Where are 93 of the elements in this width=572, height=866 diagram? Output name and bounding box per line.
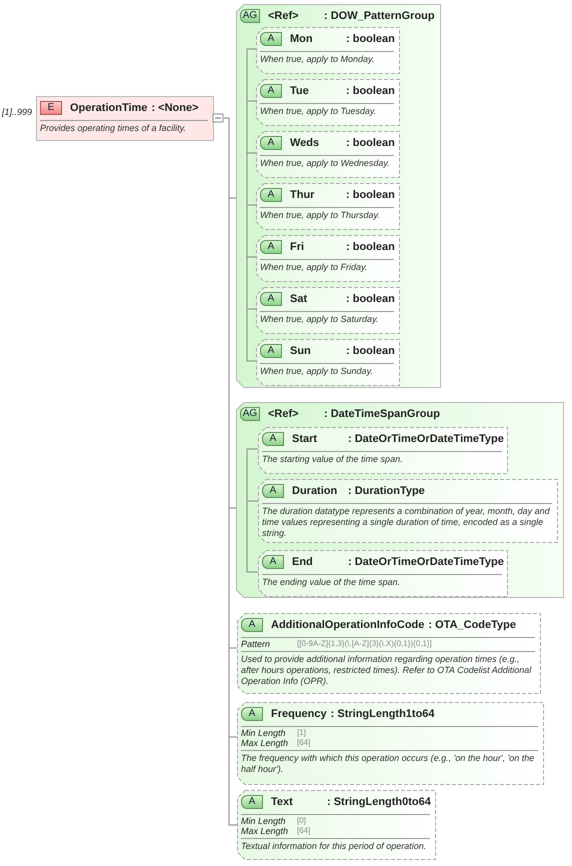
kind-badge: A (262, 484, 284, 498)
connector-line (246, 448, 258, 450)
kind-badge: A (260, 84, 282, 98)
connector-line (246, 48, 256, 50)
kind-badge: A (262, 555, 284, 569)
component-name: End (292, 556, 314, 568)
description-text: When true, apply to Monday. (260, 54, 376, 65)
description-text: The starting value of the time span. (262, 454, 404, 465)
attribute-box (258, 479, 558, 543)
element-box (36, 96, 224, 141)
attribute-box (256, 131, 400, 178)
description-text: The duration datatype represents a combination of year, month, day and time values representing a single duration of time, encoded as a single string. (262, 506, 551, 539)
facet-label: Pattern (241, 639, 272, 649)
facet-value: [0] (297, 816, 306, 826)
attribute-box (258, 550, 508, 597)
description-text: Textual information for this period of operation. (241, 841, 428, 852)
facet-value: [[0-9A-Z]{1,3}(\.[A-Z]{3}(\.X){0,1}){0,1}] (297, 639, 432, 649)
kind-badge: A (241, 795, 263, 809)
type-name: : StringLength0to64 (327, 796, 431, 808)
kind-badge: E (40, 101, 62, 115)
component-name: Duration (292, 485, 338, 497)
type-name: : boolean (346, 345, 395, 357)
kind-badge: A (262, 432, 284, 446)
kind-badge: A (260, 32, 282, 46)
description-text: When true, apply to Sunday. (260, 366, 374, 377)
kind-badge: A (260, 344, 282, 358)
facet-value: [64] (297, 738, 310, 748)
component-name: Text (271, 796, 294, 808)
type-name: : boolean (346, 33, 395, 45)
attribute-box (256, 79, 400, 126)
description-text: When true, apply to Friday. (260, 262, 368, 273)
type-name: : boolean (346, 293, 395, 305)
facet-value: [1] (297, 728, 306, 738)
facet-value: [64] (297, 826, 310, 836)
connector-line (246, 48, 256, 362)
connector-line (246, 448, 258, 572)
component-name: Tue (290, 85, 310, 97)
kind-badge: A (260, 240, 282, 254)
type-name: : OTA_CodeType (428, 619, 516, 631)
kind-badge: A (260, 188, 282, 202)
component-name: Start (292, 433, 318, 445)
ref-label: <Ref> (268, 10, 300, 22)
description-text: When true, apply to Thursday. (260, 210, 381, 221)
facet-label: Min Length (241, 728, 287, 738)
type-name: : boolean (346, 241, 395, 253)
component-name: OperationTime (70, 102, 148, 114)
description-text: The frequency with which this operation occurs (e.g., 'on the hour', 'on the half hour'). (241, 753, 536, 775)
type-name: : DOW_PatternGroup (324, 10, 435, 22)
kind-badge: A (241, 707, 263, 721)
component-name: Frequency (271, 708, 328, 720)
type-name: : boolean (346, 189, 395, 201)
facet-label: Min Length (241, 816, 287, 826)
attribute-box (256, 27, 400, 74)
type-name: : boolean (346, 85, 395, 97)
component-name: Fri (290, 241, 306, 253)
component-name: Weds (290, 137, 320, 149)
kind-badge: A (260, 136, 282, 150)
type-name: : DateOrTimeOrDateTimeType (348, 556, 504, 568)
attribute-box (237, 613, 541, 694)
attribute-box (256, 339, 400, 386)
attribute-box (258, 427, 508, 474)
component-name: Thur (290, 189, 316, 201)
description-text: When true, apply to Wednesday. (260, 158, 391, 169)
ref-label: <Ref> (268, 408, 300, 420)
kind-badge: AG (240, 9, 260, 23)
attribute-box (237, 790, 436, 860)
kind-badge: A (241, 618, 263, 632)
kind-badge: A (260, 292, 282, 306)
description-text: When true, apply to Saturday. (260, 314, 380, 325)
attribute-box (256, 287, 400, 334)
group-box (236, 4, 441, 388)
component-name: Mon (290, 33, 314, 45)
occurrence-label: [1]..999 (2, 107, 32, 117)
type-name: : StringLength1to64 (330, 708, 435, 720)
type-name: : DurationType (348, 485, 425, 497)
component-name: Sun (290, 345, 312, 357)
attribute-box (256, 235, 400, 282)
facet-label: Max Length (241, 826, 290, 836)
facet-label: Max Length (241, 738, 290, 748)
attribute-box (237, 702, 544, 785)
description-text: When true, apply to Tuesday. (260, 106, 378, 117)
kind-badge: AG (240, 407, 260, 421)
attribute-box (256, 183, 400, 230)
component-name: AdditionalOperationInfoCode (271, 619, 426, 631)
group-box (236, 402, 564, 598)
type-name: : boolean (346, 137, 395, 149)
type-name: : <None> (151, 102, 199, 114)
type-name: : DateOrTimeOrDateTimeType (348, 433, 504, 445)
type-name: : DateTimeSpanGroup (324, 408, 440, 420)
description-text: Used to provide additional information regarding operation times (e.g., after hours operations, restricted times). Refer to OTA Codelist Additional Operation Info (OPR). (241, 654, 532, 687)
description-text: The ending value of the time span. (262, 577, 402, 588)
description-text: Provides operating times of a facility. (40, 123, 187, 134)
component-name: Sat (290, 293, 308, 305)
